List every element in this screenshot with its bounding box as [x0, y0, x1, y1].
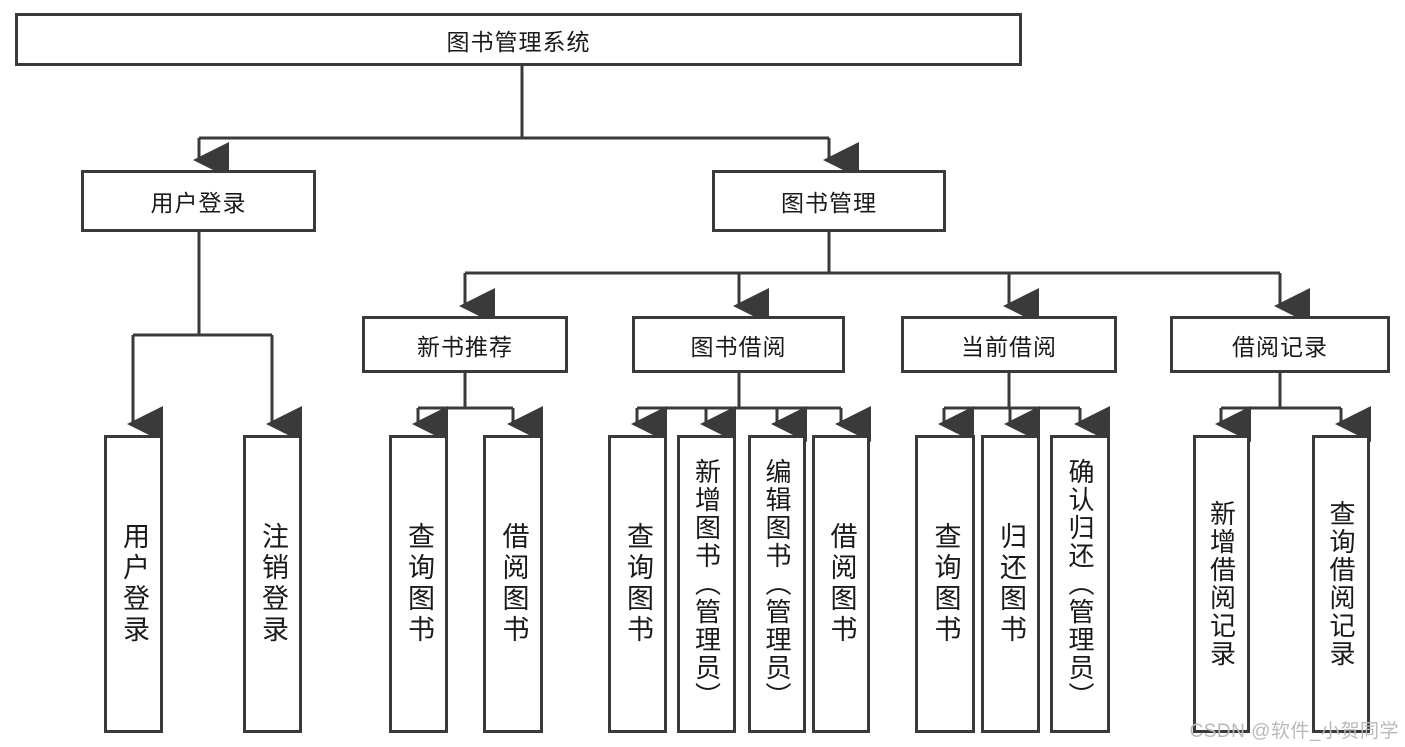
- leaf-user-login-label: 用户登录: [119, 522, 149, 646]
- watermark: CSDN @软件_小贺同学: [1189, 721, 1399, 742]
- leaf-user-login[interactable]: 用户登录: [104, 435, 163, 733]
- leaf-borrow-add-book-admin-label: 新增图书（管理员）: [691, 458, 722, 710]
- leaf-borrow-add-book-admin[interactable]: 新增图书（管理员）: [677, 435, 736, 733]
- leaf-borrow-borrow-book[interactable]: 借阅图书: [812, 435, 870, 733]
- node-user-login[interactable]: 用户登录: [81, 170, 316, 232]
- leaf-borrow-query-book[interactable]: 查询图书: [608, 435, 667, 733]
- leaf-borrow-edit-book-admin-label: 编辑图书（管理员）: [762, 458, 792, 710]
- leaf-current-confirm-return-admin-label: 确认归还（管理员）: [1065, 458, 1095, 710]
- leaf-borrow-borrow-book-label: 借阅图书: [826, 522, 857, 646]
- node-book-management-label: 图书管理: [781, 190, 877, 216]
- leaf-current-return-book-label: 归还图书: [996, 522, 1026, 646]
- node-book-management[interactable]: 图书管理: [712, 170, 946, 232]
- node-borrow-record[interactable]: 借阅记录: [1170, 316, 1390, 373]
- node-current-borrow-label: 当前借阅: [961, 333, 1057, 360]
- node-root[interactable]: 图书管理系统: [15, 13, 1022, 66]
- leaf-recommend-borrow-book[interactable]: 借阅图书: [483, 435, 543, 733]
- node-new-book-recommend[interactable]: 新书推荐: [362, 316, 568, 373]
- leaf-recommend-query-book-label: 查询图书: [404, 522, 434, 646]
- node-new-book-recommend-label: 新书推荐: [417, 333, 513, 360]
- leaf-record-add-record[interactable]: 新增借阅记录: [1193, 435, 1250, 733]
- leaf-borrow-edit-book-admin[interactable]: 编辑图书（管理员）: [748, 435, 806, 733]
- node-book-borrow[interactable]: 图书借阅: [632, 316, 845, 373]
- leaf-logout[interactable]: 注销登录: [243, 435, 302, 733]
- leaf-recommend-borrow-book-label: 借阅图书: [498, 522, 529, 646]
- leaf-current-return-book[interactable]: 归还图书: [981, 435, 1040, 733]
- leaf-current-confirm-return-admin[interactable]: 确认归还（管理员）: [1050, 435, 1110, 733]
- node-current-borrow[interactable]: 当前借阅: [901, 316, 1117, 373]
- leaf-recommend-query-book[interactable]: 查询图书: [389, 435, 448, 733]
- leaf-record-query-record[interactable]: 查询借阅记录: [1312, 435, 1370, 733]
- leaf-logout-label: 注销登录: [258, 522, 288, 646]
- leaf-record-add-record-label: 新增借阅记录: [1206, 500, 1237, 668]
- leaf-current-query-book-label: 查询图书: [930, 522, 961, 646]
- node-borrow-record-label: 借阅记录: [1232, 333, 1328, 360]
- leaf-borrow-query-book-label: 查询图书: [623, 522, 653, 646]
- leaf-record-query-record-label: 查询借阅记录: [1326, 500, 1356, 668]
- node-user-login-label: 用户登录: [150, 190, 247, 216]
- leaf-current-query-book[interactable]: 查询图书: [915, 435, 975, 733]
- node-root-label: 图书管理系统: [446, 28, 591, 55]
- node-book-borrow-label: 图书借阅: [690, 333, 787, 360]
